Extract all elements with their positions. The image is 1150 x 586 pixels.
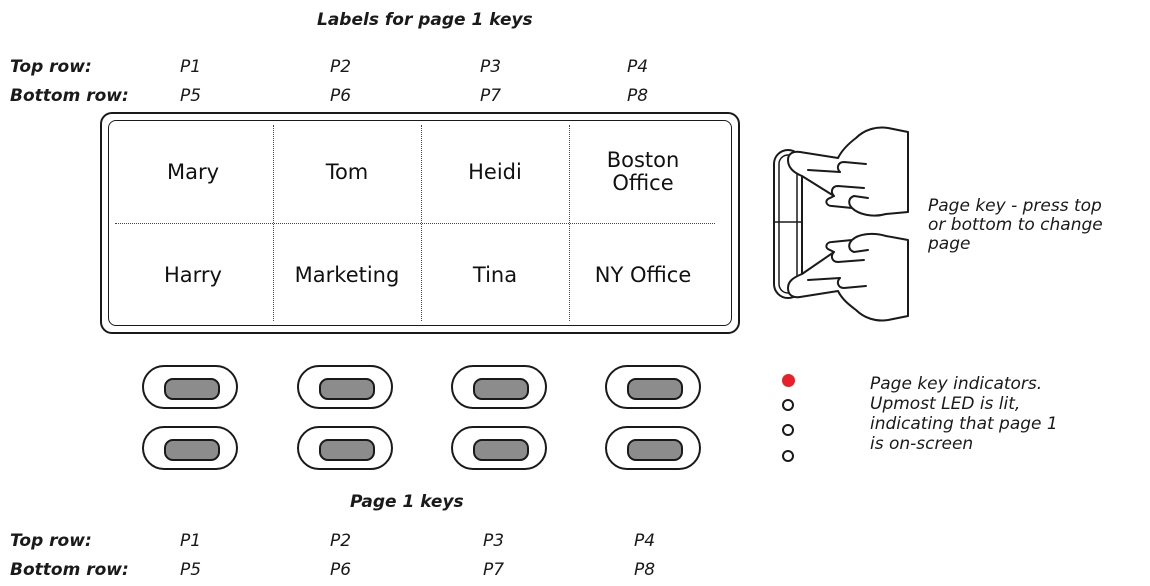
key-cap (627, 378, 683, 400)
bottom-bottom-row-label: Bottom row: (10, 560, 129, 580)
display-label-heidi: Heidi (468, 159, 522, 184)
key-label-p2: P2 (330, 531, 352, 551)
top-row-label: Top row: (10, 57, 92, 77)
label-p7: P7 (480, 86, 502, 106)
bottom-row-label: Bottom row: (10, 86, 129, 106)
page1-key-p6[interactable] (297, 426, 393, 470)
bottom-top-row-label: Top row: (10, 531, 92, 551)
display-label-tina: Tina (472, 262, 518, 287)
labels-heading: Labels for page 1 keys (317, 10, 533, 30)
page1-key-p5[interactable] (142, 426, 238, 470)
page-indicator-led-4 (782, 450, 794, 462)
label-p4: P4 (627, 57, 649, 77)
page1-key-p8[interactable] (605, 426, 701, 470)
key-label-p5: P5 (180, 560, 202, 580)
lcd-display: Mary Tom Heidi Boston Office Harry Marke… (100, 112, 740, 334)
label-p5: P5 (180, 86, 202, 106)
key-cap (164, 439, 220, 461)
indicators-description: Page key indicators. Upmost LED is lit, … (870, 374, 1058, 454)
key-label-p6: P6 (330, 560, 352, 580)
label-p8: P8 (627, 86, 649, 106)
page1-key-p2[interactable] (297, 365, 393, 409)
display-label-mary: Mary (166, 159, 220, 184)
page1-key-p4[interactable] (605, 365, 701, 409)
key-cap (164, 378, 220, 400)
label-p2: P2 (330, 57, 352, 77)
page1-key-p3[interactable] (451, 365, 547, 409)
display-label-tom: Tom (325, 159, 369, 184)
display-label-ny-office: NY Office (594, 262, 692, 287)
key-label-p7: P7 (483, 560, 505, 580)
key-cap (627, 439, 683, 461)
label-p6: P6 (330, 86, 352, 106)
key-label-p8: P8 (634, 560, 656, 580)
display-label-boston-office: Boston Office (606, 148, 680, 195)
key-cap (319, 378, 375, 400)
key-cap (319, 439, 375, 461)
lcd-display-screen: Mary Tom Heidi Boston Office Harry Marke… (108, 120, 732, 326)
page1-key-p7[interactable] (451, 426, 547, 470)
row-divider (115, 223, 715, 224)
page-indicator-led-1 (782, 374, 795, 387)
display-label-marketing: Marketing (294, 262, 400, 287)
key-label-p4: P4 (634, 531, 656, 551)
page-indicator-led-2 (782, 399, 794, 411)
hand-pressing-top-icon (787, 126, 909, 217)
key-label-p3: P3 (483, 531, 505, 551)
key-label-p1: P1 (180, 531, 202, 551)
page-key-illustration (773, 126, 909, 322)
keys-heading: Page 1 keys (350, 492, 464, 512)
key-cap (473, 439, 529, 461)
label-p1: P1 (180, 57, 202, 77)
label-p3: P3 (480, 57, 502, 77)
page-key-description: Page key - press top or bottom to change… (928, 196, 1103, 254)
key-cap (473, 378, 529, 400)
page-indicator-led-3 (782, 424, 794, 436)
page1-key-p1[interactable] (142, 365, 238, 409)
display-label-harry: Harry (164, 262, 222, 287)
hand-pressing-bottom-icon (787, 232, 909, 322)
